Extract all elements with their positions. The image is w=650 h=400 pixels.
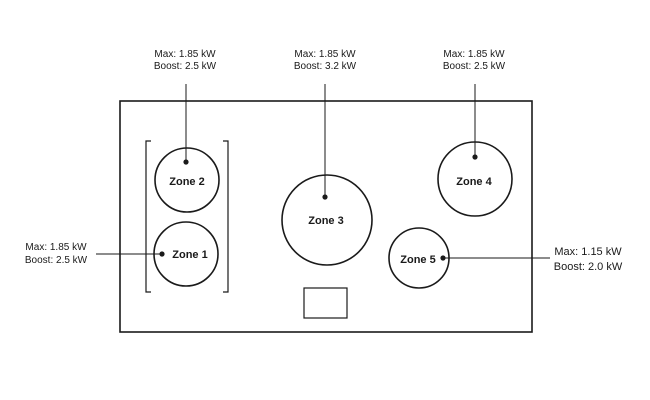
zone-3-max: Max: 1.85 kW xyxy=(294,49,356,60)
zone-5-point xyxy=(440,255,446,261)
control-panel xyxy=(303,287,348,319)
zone-4-boost: Boost: 2.5 kW xyxy=(443,61,506,72)
zone-2-boost: Boost: 2.5 kW xyxy=(154,61,217,72)
zone-1-boost: Boost: 2.5 kW xyxy=(25,255,88,266)
zone-3-ring xyxy=(281,174,373,266)
zone-1: Zone 1 Max: 1.85 kW Boost: 2.5 kW xyxy=(25,221,219,287)
zone-3-point xyxy=(322,194,328,200)
zone-2: Zone 2 Max: 1.85 kW Boost: 2.5 kW xyxy=(154,49,220,213)
bridge-bracket-left xyxy=(145,140,151,293)
zone-2-max: Max: 1.85 kW xyxy=(154,49,216,60)
zone-2-label: Zone 2 xyxy=(169,176,204,188)
zone-2-ring xyxy=(154,147,220,213)
zone-5-boost: Boost: 2.0 kW xyxy=(554,261,623,273)
zone-2-point xyxy=(183,159,189,165)
zone-4: Zone 4 Max: 1.85 kW Boost: 2.5 kW xyxy=(437,49,513,217)
zone-3-boost: Boost: 3.2 kW xyxy=(294,61,357,72)
cooktop-outline xyxy=(119,100,533,333)
zone-1-max: Max: 1.85 kW xyxy=(25,242,87,253)
zone-4-point xyxy=(472,154,478,160)
zone-1-label: Zone 1 xyxy=(172,249,207,261)
zone-4-max: Max: 1.85 kW xyxy=(443,49,505,60)
zone-5-max: Max: 1.15 kW xyxy=(554,246,622,258)
zone-5-label: Zone 5 xyxy=(400,254,435,266)
zone-4-label: Zone 4 xyxy=(456,176,492,188)
zone-3: Zone 3 Max: 1.85 kW Boost: 3.2 kW xyxy=(281,49,373,266)
bridge-bracket-right xyxy=(223,140,229,293)
zone-5: Zone 5 Max: 1.15 kW Boost: 2.0 kW xyxy=(388,227,623,289)
zone-1-point xyxy=(159,251,165,257)
zone-3-label: Zone 3 xyxy=(308,215,343,227)
